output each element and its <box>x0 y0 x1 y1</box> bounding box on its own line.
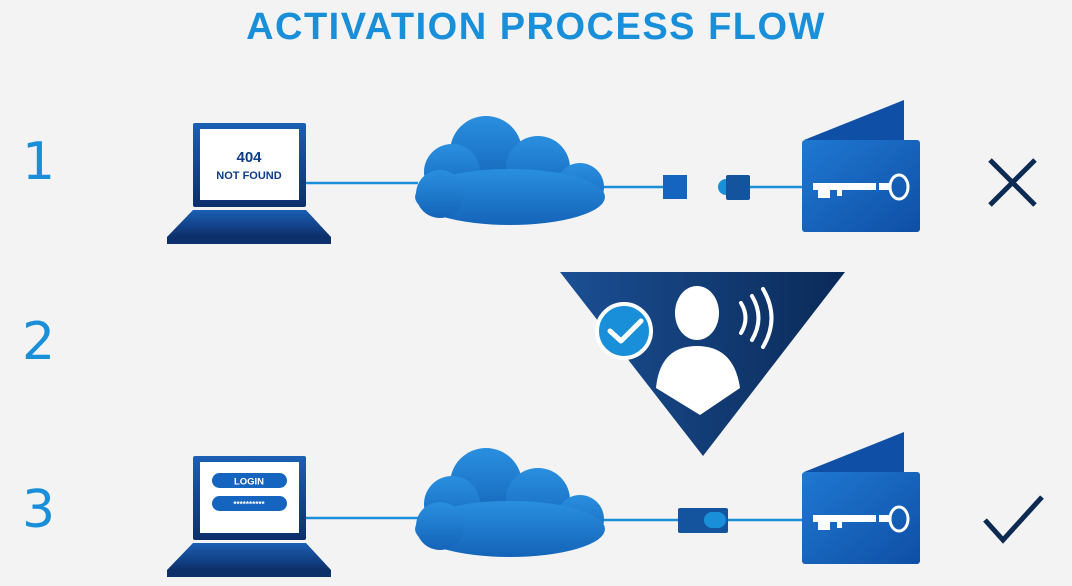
login-label-text: LOGIN <box>234 477 264 488</box>
row-1: 404 NOT FOUND <box>167 100 1037 244</box>
key-icon <box>813 173 910 201</box>
error-message-text: NOT FOUND <box>216 170 281 182</box>
key-wallet-icon <box>802 100 920 232</box>
step-number-2: 2 <box>22 312 56 372</box>
key-icon <box>813 505 910 533</box>
connected-plug-icon <box>678 508 728 533</box>
cloud-icon <box>415 448 605 557</box>
laptop-icon: 404 NOT FOUND <box>167 123 331 244</box>
verified-user-voice-icon <box>656 286 774 415</box>
step-number-3: 3 <box>22 480 56 540</box>
plug-icon <box>718 175 750 200</box>
password-mask-text: ********** <box>233 500 265 509</box>
laptop-icon: LOGIN ********** <box>167 456 331 577</box>
key-wallet-icon <box>802 432 920 564</box>
error-code-text: 404 <box>236 149 262 166</box>
password-field-graphic <box>212 496 287 511</box>
connector-block-icon <box>663 175 687 199</box>
cloud-icon <box>415 116 605 225</box>
page-title: ACTIVATION PROCESS FLOW <box>246 6 826 48</box>
row-2 <box>560 272 845 456</box>
x-mark-icon <box>988 158 1037 207</box>
check-badge-icon <box>595 302 653 360</box>
step-number-1: 1 <box>22 132 56 192</box>
login-button-graphic <box>212 473 287 488</box>
row-3: LOGIN ********** <box>167 432 1044 577</box>
checkmark-icon <box>983 495 1044 544</box>
